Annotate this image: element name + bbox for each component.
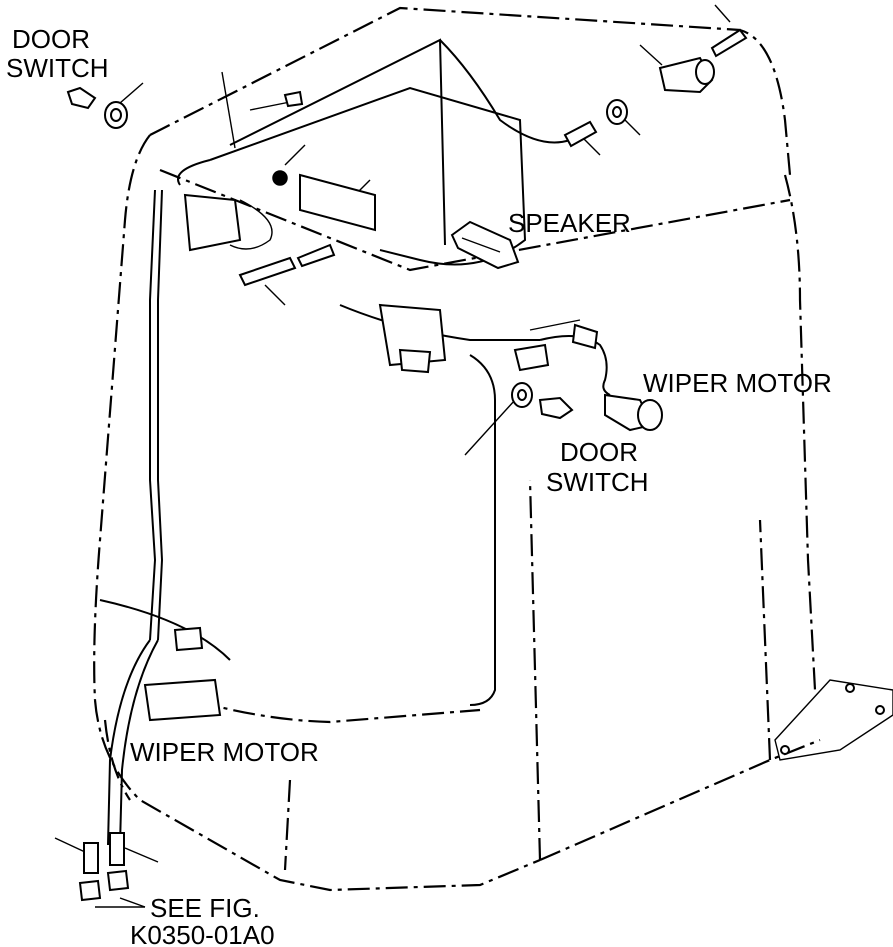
label-wiper-motor-right: WIPER MOTOR (643, 368, 832, 398)
door-switch-mid (511, 382, 574, 420)
cab-frame-outline (93, 6, 821, 892)
wiper-motor-right (604, 393, 663, 432)
connectors-and-clamps (78, 90, 599, 902)
label-door-switch-top-left-2: SWITCH (6, 53, 109, 83)
label-door-switch-mid-1: DOOR (560, 437, 638, 467)
label-door-switch-mid-2: SWITCH (546, 467, 649, 497)
door-switch-top-left (66, 86, 128, 129)
label-see-fig-2: K0350-01A0 (130, 920, 275, 947)
mount-bracket (774, 679, 893, 761)
label-door-switch-top-left-1: DOOR (12, 24, 90, 54)
speaker (450, 220, 520, 270)
wire-harness (99, 38, 611, 846)
label-wiper-motor-bottom: WIPER MOTOR (130, 737, 319, 767)
callout-labels: DOOR SWITCH SPEAKER WIPER MOTOR DOOR SWI… (6, 24, 832, 947)
label-speaker: SPEAKER (508, 208, 631, 238)
label-see-fig-1: SEE FIG. (150, 893, 260, 923)
door-switch-top-right (563, 28, 748, 148)
